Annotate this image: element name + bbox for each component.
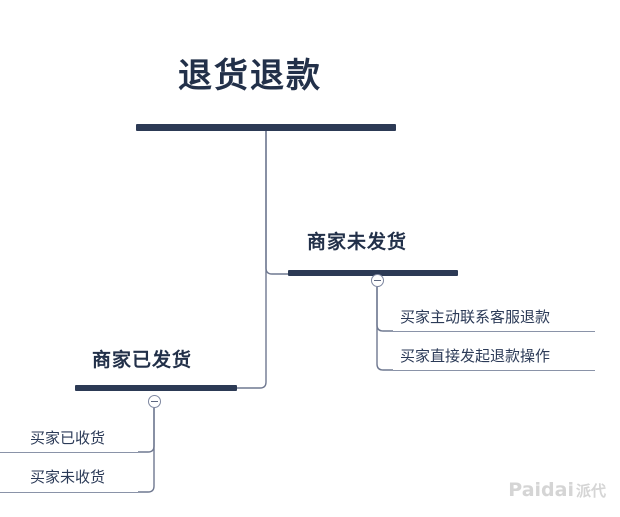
page-title: 退货退款 [178, 56, 322, 96]
collapse-toggle-not-shipped[interactable] [371, 274, 384, 287]
branch-underline-bar-not-shipped [288, 270, 458, 276]
link-root-to-not-shipped [265, 130, 288, 275]
leaf-rule-buyer-received [0, 452, 138, 453]
minus-icon [151, 401, 158, 402]
root-underline-bar [136, 124, 396, 131]
leaf-label-buyer-contacts-service[interactable]: 买家主动联系客服退款 [400, 308, 551, 326]
watermark-brand: Paidai [508, 479, 574, 501]
minus-icon [374, 280, 381, 281]
link-shipped-to-leaf-2 [138, 408, 155, 493]
branch-label-shipped[interactable]: 商家已发货 [92, 349, 193, 371]
leaf-label-buyer-not-received[interactable]: 买家未收货 [30, 468, 106, 486]
link-root-to-shipped [237, 130, 267, 389]
watermark-brand-cn: 派代 [575, 482, 606, 500]
link-not-shipped-to-leaf-1 [376, 287, 393, 332]
leaf-label-buyer-received[interactable]: 买家已收货 [30, 429, 106, 447]
link-shipped-to-leaf-1 [138, 408, 155, 453]
leaf-label-buyer-initiates-refund[interactable]: 买家直接发起退款操作 [400, 347, 551, 365]
leaf-rule-buyer-not-received [0, 492, 138, 493]
branch-underline-bar-shipped [75, 385, 237, 391]
collapse-toggle-shipped[interactable] [148, 395, 161, 408]
leaf-rule-buyer-contacts-service [393, 331, 595, 332]
branch-label-not-shipped[interactable]: 商家未发货 [307, 231, 408, 253]
leaf-rule-buyer-initiates-refund [393, 370, 595, 371]
link-not-shipped-to-leaf-2 [376, 287, 393, 371]
